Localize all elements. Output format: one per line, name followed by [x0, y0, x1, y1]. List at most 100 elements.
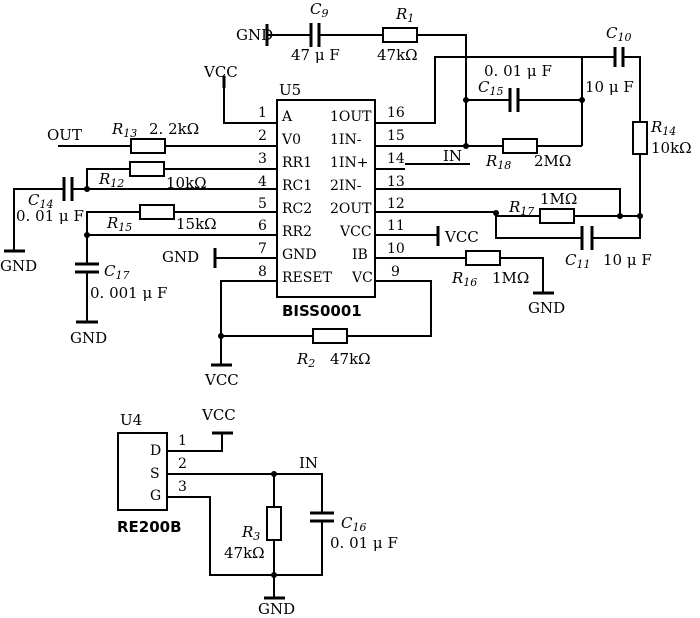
- c11-symbol: [580, 226, 594, 250]
- r18-label: R18: [485, 152, 511, 172]
- r12-symbol: [129, 161, 165, 177]
- r2-symbol: [312, 328, 348, 344]
- u5-pin6-name: RR2: [282, 224, 312, 240]
- r13-symbol: [130, 138, 166, 154]
- u4-pin-s: S: [150, 466, 160, 482]
- u5-pin7-name: GND: [282, 247, 317, 263]
- second-stage-feedback: R17 1MΩ C11 10 μ F: [405, 188, 652, 271]
- u5-pin8-num: 8: [258, 264, 267, 280]
- r3-label: R3: [241, 523, 260, 543]
- node-c15-right: [579, 97, 585, 103]
- u4-pin1-num: 1: [178, 433, 187, 449]
- c11-label: C11: [565, 251, 590, 271]
- pin2-output: OUT R13 2. 2kΩ: [47, 120, 255, 154]
- r14-value: 10kΩ: [651, 139, 692, 157]
- u5-pin9-name: VC: [351, 270, 373, 286]
- u5-pin12-num: 12: [387, 196, 405, 212]
- pin5-pin6-timing: R15 15kΩ C17 0. 001 μ F GND: [70, 204, 255, 347]
- wire-c16-gnd: [274, 521, 323, 576]
- c11-value: 10 μ F: [603, 251, 652, 269]
- wire-pin1-vcc: [223, 86, 255, 124]
- u4-ref: U4: [120, 411, 142, 429]
- c17-value: 0. 001 μ F: [90, 284, 167, 302]
- u4-pin2-num: 2: [178, 456, 187, 472]
- c15-value: 0. 01 μ F: [484, 62, 552, 80]
- u5-name: BISS0001: [282, 302, 362, 320]
- wire-r12-node: [86, 168, 130, 189]
- u5-ref: U5: [279, 81, 301, 99]
- r3-value: 47kΩ: [224, 544, 265, 562]
- wire-u4-vcc: [167, 434, 223, 452]
- u5-pin1-num: 1: [258, 105, 267, 121]
- c16-value: 0. 01 μ F: [330, 534, 398, 552]
- r18-value: 2MΩ: [534, 152, 571, 170]
- r15-symbol: [139, 204, 175, 220]
- gnd-label-u4: GND: [258, 600, 295, 618]
- u5-pin7-num: 7: [258, 241, 267, 257]
- u5-pin10-name: IB: [352, 247, 368, 263]
- u5-pin14-name: 1IN+: [330, 155, 368, 171]
- r14-label: R14: [650, 118, 676, 138]
- u4-pin-g: G: [150, 488, 161, 504]
- c14-label: C14: [28, 191, 53, 211]
- c14-value: 0. 01 μ F: [16, 207, 84, 225]
- gnd-label-c14: GND: [0, 257, 37, 275]
- u4-pin3-num: 3: [178, 479, 187, 495]
- u4-body: [117, 432, 168, 511]
- u5-chip: U5 BISS0001 1 2 3 4 5 6 7 8 A V0 RR1 RC1…: [255, 81, 405, 320]
- u4-name: RE200B: [117, 518, 182, 536]
- r1-symbol: [382, 27, 418, 43]
- pin10-bias: R16 1MΩ GND: [405, 250, 565, 317]
- node-gnd-u4: [271, 572, 277, 578]
- c17-symbol: [75, 262, 99, 274]
- u5-right-pin-leads: [375, 122, 405, 282]
- vcc-label-pin11: VCC: [444, 228, 479, 246]
- node-pin13: [617, 213, 623, 219]
- wire-r16-gnd: [500, 257, 544, 292]
- out-label: OUT: [47, 126, 82, 144]
- vcc-label-pin8: VCC: [204, 371, 239, 389]
- u5-pin14-num: 14: [387, 151, 405, 167]
- u5-pin15-num: 15: [387, 128, 405, 144]
- u5-pin4-name: RC1: [282, 178, 312, 194]
- in-label-u4: IN: [299, 454, 318, 472]
- vcc-label-u4: VCC: [201, 406, 236, 424]
- r15-value: 15kΩ: [176, 215, 217, 233]
- r12-value: 10kΩ: [166, 174, 207, 192]
- node-pin6: [84, 232, 90, 238]
- node-r14-bottom: [637, 213, 643, 219]
- u5-pin5-num: 5: [258, 196, 267, 212]
- node-c15-left: [463, 97, 469, 103]
- wire-c14-gnd: [13, 188, 64, 250]
- r18-symbol: [502, 138, 538, 154]
- c10-symbol: [613, 47, 625, 67]
- c10-value: 10 μ F: [585, 78, 634, 96]
- wire-pin9-r2: [347, 280, 432, 337]
- c16-symbol: [310, 511, 334, 523]
- wire-pin16-c10: [405, 56, 615, 124]
- in-label-pin14: IN: [443, 147, 462, 165]
- pin11-vcc: VCC: [405, 226, 479, 246]
- r17-label: R17: [508, 198, 534, 218]
- vcc-label-pin1: VCC: [203, 63, 238, 81]
- r2-label: R2: [296, 350, 315, 370]
- u5-pin1-name: A: [281, 109, 293, 125]
- pin7-gnd: GND: [162, 248, 255, 268]
- u5-pin3-name: RR1: [282, 155, 312, 171]
- c9-symbol: [309, 23, 321, 47]
- wire-u4-gate-gnd: [167, 496, 274, 576]
- node-pin15: [463, 143, 469, 149]
- gnd-label-r16: GND: [528, 299, 565, 317]
- u5-pin12-name: 2OUT: [330, 201, 372, 217]
- u5-pin2-num: 2: [258, 128, 267, 144]
- r16-label: R16: [451, 269, 477, 289]
- r13-value: 2. 2kΩ: [149, 120, 199, 138]
- gnd-label-top: GND: [236, 26, 273, 44]
- r13-label: R13: [111, 120, 137, 140]
- u5-pin15-name: 1IN-: [330, 132, 362, 148]
- u5-pin11-name: VCC: [339, 224, 372, 240]
- r16-symbol: [465, 250, 501, 266]
- c14-symbol: [62, 177, 74, 201]
- u5-pin3-num: 3: [258, 151, 267, 167]
